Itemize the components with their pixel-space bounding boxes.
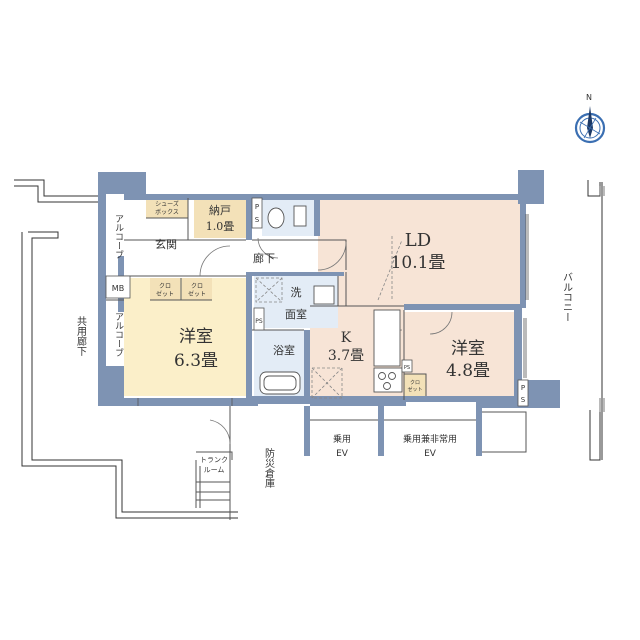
washroom-label-2: 面室 — [285, 307, 307, 321]
north-compass-icon — [574, 106, 606, 144]
closet-1-label-2: ゼット — [156, 290, 174, 298]
western-right-name: 洋室 — [451, 339, 485, 359]
ps-4-p: P — [521, 384, 525, 392]
closet-1-label-1: クロ — [159, 283, 171, 290]
interior-lines — [106, 198, 527, 520]
emergency-ev-label-1: 乗用兼非常用 — [403, 433, 457, 445]
alcove-top-label: アルコーブ — [113, 214, 124, 259]
entrance-label: 玄関 — [155, 237, 177, 251]
ps-3-label: PS — [404, 365, 410, 371]
compass-label: N — [586, 93, 592, 102]
shoes-box-label-2: ボックス — [155, 208, 179, 216]
ld-size: 10.1畳 — [391, 253, 446, 273]
mb-label: MB — [112, 284, 124, 293]
kitchen-name: K — [341, 330, 352, 346]
walls — [98, 170, 560, 456]
shoes-box-label-1: シューズ — [155, 200, 179, 208]
kitchen-size: 3.7畳 — [328, 348, 364, 364]
closet-2-label-2: ゼット — [188, 290, 206, 298]
closet-floor-3 — [404, 374, 426, 396]
hallway-label: 廊下 — [253, 251, 275, 265]
passenger-ev-label-1: 乗用 — [333, 433, 351, 445]
trunk-room-label-2: ルーム — [204, 466, 225, 474]
western-left-size: 6.3畳 — [174, 351, 218, 371]
exterior-outlines — [14, 179, 603, 519]
ld-floor — [318, 198, 522, 308]
fixtures — [259, 205, 403, 395]
western-left-name: 洋室 — [179, 327, 213, 347]
storage-name: 納戸 — [209, 204, 231, 217]
closet-floor-2 — [182, 278, 212, 300]
ps-2-label: PS — [255, 318, 263, 325]
alcove-bottom-label: アルコーブ — [113, 312, 124, 357]
western-right-size: 4.8畳 — [446, 361, 490, 381]
ps-1-s: S — [255, 216, 260, 224]
shoes-box-floor — [146, 198, 188, 218]
trunk-room-label-1: トランク — [200, 456, 228, 464]
ps-4-s: S — [521, 396, 526, 404]
common-corridor-label: 共用廊下 — [75, 316, 87, 357]
emergency-ev-label-2: EV — [424, 449, 437, 459]
windows — [137, 186, 605, 412]
kitchen-dashed — [255, 236, 403, 399]
ps-boxes — [105, 197, 529, 407]
passenger-ev-label-2: EV — [336, 449, 349, 459]
closet-3-label-2: ゼット — [407, 386, 422, 393]
balcony-label: バルコニー — [561, 272, 573, 322]
ld-name: LD — [405, 230, 431, 251]
bathroom-label: 浴室 — [273, 343, 295, 357]
storage-size: 1.0畳 — [206, 220, 235, 233]
storage-floor — [194, 198, 246, 238]
closet-3-label-1: クロ — [410, 380, 420, 386]
washroom-label-1: 洗 — [291, 286, 302, 299]
closet-floor-1 — [150, 278, 180, 300]
closet-2-label-1: クロ — [191, 283, 203, 290]
disaster-storage-label: 防災倉庫 — [263, 447, 275, 489]
ps-1-p: P — [255, 203, 259, 211]
